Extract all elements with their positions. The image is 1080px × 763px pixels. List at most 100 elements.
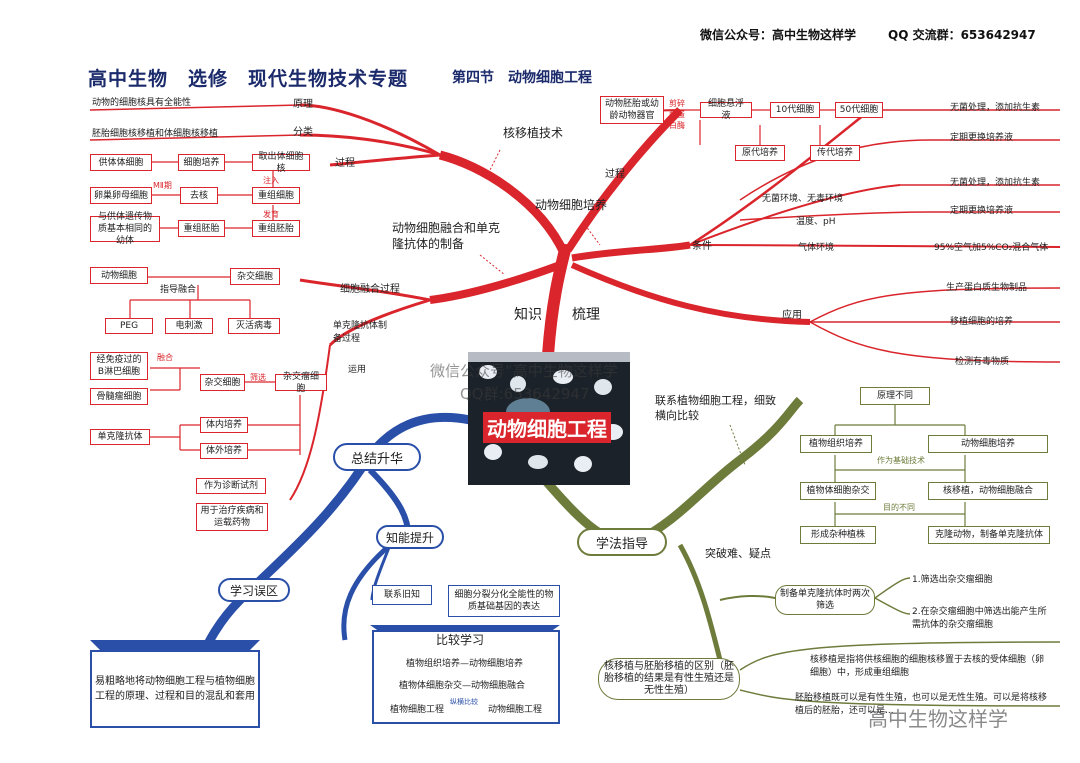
myeloma-box: 骨髓瘤细胞 — [90, 388, 148, 405]
diagnosis-box: 作为诊断试剂 — [196, 478, 266, 494]
clone-box: 克隆动物，制备单克隆抗体 — [928, 526, 1050, 544]
hybrid-cell-box: 杂交细胞 — [200, 374, 245, 391]
red-trunk — [542, 244, 571, 361]
principle-label: 原理 — [293, 99, 313, 110]
sterile-label: 无菌环境、无毒环境 — [762, 194, 844, 204]
in-vitro-box: 体外培养 — [200, 443, 248, 459]
hybrid-box: 杂交细胞 — [230, 268, 280, 285]
mab-box: 单克隆抗体 — [90, 429, 150, 445]
cmp3a-text: 植物细胞工程 — [390, 705, 445, 715]
gen10-box: 10代细胞 — [770, 102, 820, 118]
egg-box: 卵巢卵母细胞 — [90, 187, 152, 204]
a3-text: 检测有毒物质 — [955, 357, 1010, 367]
donor-box: 供体体细胞 — [90, 154, 152, 171]
b-cell-box: 经免疫过的B淋巴细胞 — [90, 352, 148, 380]
nt-text: 核移植是指将供核细胞的细胞核移置于去核的受体细胞（卵细胞）中，形成重组细胞 — [810, 655, 1045, 678]
red-branch-condition — [571, 241, 691, 262]
recomb-embryo-right-box: 重组胚胎 — [252, 220, 300, 237]
classify-label: 分类 — [293, 127, 313, 138]
watermark-qq: QQ群:653642947 — [460, 385, 590, 403]
blue-branch — [195, 412, 471, 663]
link-text: 联系植物细胞工程，细致横向比较 — [655, 394, 776, 422]
red-branch-nuclear — [438, 150, 570, 257]
mii-note: MⅡ期 — [153, 181, 172, 190]
animal-cell-box: 动物细胞 — [90, 267, 148, 284]
take-nucleus-box: 取出体细胞核 — [252, 152, 310, 174]
recomb-cell-box: 重组细胞 — [252, 187, 300, 204]
review-box: 联系旧知 — [372, 585, 432, 605]
passage-box: 传代培养 — [810, 145, 860, 161]
summary-branch-label: 总结升华 — [333, 443, 421, 471]
nuclear-branch-label: 核移植技术 — [503, 126, 564, 140]
develop-note: 发育 — [263, 210, 279, 219]
application-label: 应用 — [782, 310, 802, 321]
watermark-text: 微信公众号“高中生物这样学 — [430, 362, 618, 380]
green-branch — [541, 396, 804, 550]
red-branch-fusion — [429, 261, 562, 304]
trypsin-note: 剪碎 胰蛋白酶 — [669, 99, 685, 130]
s1-text: 1.筛选出杂交瘤细胞 — [912, 575, 993, 585]
electric-box: 电刺激 — [165, 318, 213, 334]
conditions-label: 条件 — [692, 241, 712, 252]
culture-process-label: 过程 — [605, 169, 625, 180]
fusion-branch-label: 动物细胞融合和单克隆抗体的制备 — [392, 221, 501, 251]
apply-label: 运用 — [348, 365, 367, 375]
c1-text: 无菌处理，添加抗生素 — [950, 103, 1041, 113]
induce-label: 指导融合 — [160, 285, 197, 295]
gas-label: 气体环境 — [798, 243, 835, 253]
section-title: 第四节 动物细胞工程 — [452, 70, 592, 86]
inject-note: 注入 — [263, 176, 279, 185]
screen-note: 筛选 — [250, 373, 266, 382]
gas-text: 95%空气加5%CO₂混合气体 — [934, 243, 1049, 253]
cmp3-note: 纵横比较 — [450, 698, 478, 706]
hard-label: 突破难、疑点 — [705, 547, 771, 560]
center-label: 动物细胞工程 — [483, 412, 611, 443]
peg-box: PEG — [105, 318, 153, 334]
red-branch-culture — [564, 107, 683, 253]
mistake-text-box: 易粗略地将动物细胞工程与植物细胞工程的原理、过程和目的混乱和套用 — [90, 650, 260, 728]
hybrid-plant-box: 形成杂种植株 — [800, 526, 876, 544]
basis-note: 作为基础技术 — [877, 456, 925, 465]
enucleate-box: 去核 — [180, 187, 218, 204]
wechat-label: 微信公众号：高中生物这样学 — [700, 28, 857, 42]
hybridoma-box: 杂交瘤细胞 — [275, 372, 327, 394]
fusion-process-label: 细胞融合过程 — [340, 284, 400, 295]
virus-box: 灭活病毒 — [228, 318, 280, 334]
compare-title: 比较学习 — [436, 633, 485, 647]
footer-brand: 高中生物这样学 — [868, 707, 1008, 731]
sort-label: 梳理 — [572, 307, 600, 323]
c2-text: 定期更换培养液 — [950, 133, 1014, 143]
method-branch-label: 学法指导 — [577, 528, 667, 556]
c4-text: 定期更换培养液 — [950, 206, 1014, 216]
cmp3b-text: 动物细胞工程 — [488, 705, 543, 715]
qq-label: QQ 交流群：653642947 — [888, 28, 1036, 42]
knowledge-label: 知识 — [514, 307, 542, 323]
classify-text: 胚胎细胞核移植和体细胞核移植 — [92, 129, 219, 139]
cmp1-text: 植物组织培养—动物细胞培养 — [406, 659, 524, 669]
culture-branch-label: 动物细胞培养 — [535, 198, 608, 212]
culture-box: 细胞培养 — [178, 154, 225, 171]
a1-text: 生产蛋白质生物制品 — [946, 283, 1028, 293]
temp-label: 温度、pH — [796, 217, 836, 227]
process-label: 过程 — [335, 158, 355, 169]
page-title: 高中生物 选修 现代生物技术专题 — [88, 68, 409, 90]
s2-text: 2.在杂交瘤细胞中筛选出能产生所需抗体的杂交瘤细胞 — [912, 607, 1047, 630]
source-box: 动物胚胎或幼龄动物器官 — [600, 96, 664, 124]
animal-nuc-box: 核移植，动物细胞融合 — [928, 482, 1048, 500]
principle-diff-box: 原理不同 — [860, 387, 930, 405]
red-branch-apply — [570, 262, 811, 325]
principle-text: 动物的细胞核具有全能性 — [92, 98, 192, 108]
plant-fusion-box: 植物体细胞杂交 — [800, 482, 876, 500]
mab-process-label: 单克隆抗体制备过程 — [333, 321, 388, 344]
gen50-box: 50代细胞 — [835, 102, 883, 118]
recipient-box: 与供体遗传物质基本相同的幼体 — [90, 212, 160, 246]
compare-box: 比较学习 植物组织培养—动物细胞培养 植物体细胞杂交—动物细胞融合 植物细胞工程… — [372, 630, 560, 724]
cmp2-text: 植物体细胞杂交—动物细胞融合 — [399, 681, 526, 691]
ability-label: 知能提升 — [376, 525, 444, 549]
a2-text: 移植细胞的培养 — [950, 317, 1014, 327]
treat-box: 用于治疗疾病和运载药物 — [196, 503, 268, 531]
purpose-diff-note: 目的不同 — [883, 503, 915, 512]
nt-vs-et-box: 核移植与胚胎移植的区别（胚胎移植的结果是有性生殖还是无性生殖） — [598, 658, 740, 700]
in-vivo-box: 体内培养 — [200, 417, 248, 433]
review-text-box: 细胞分裂分化全能性的物质基础基因的表达 — [448, 585, 560, 617]
